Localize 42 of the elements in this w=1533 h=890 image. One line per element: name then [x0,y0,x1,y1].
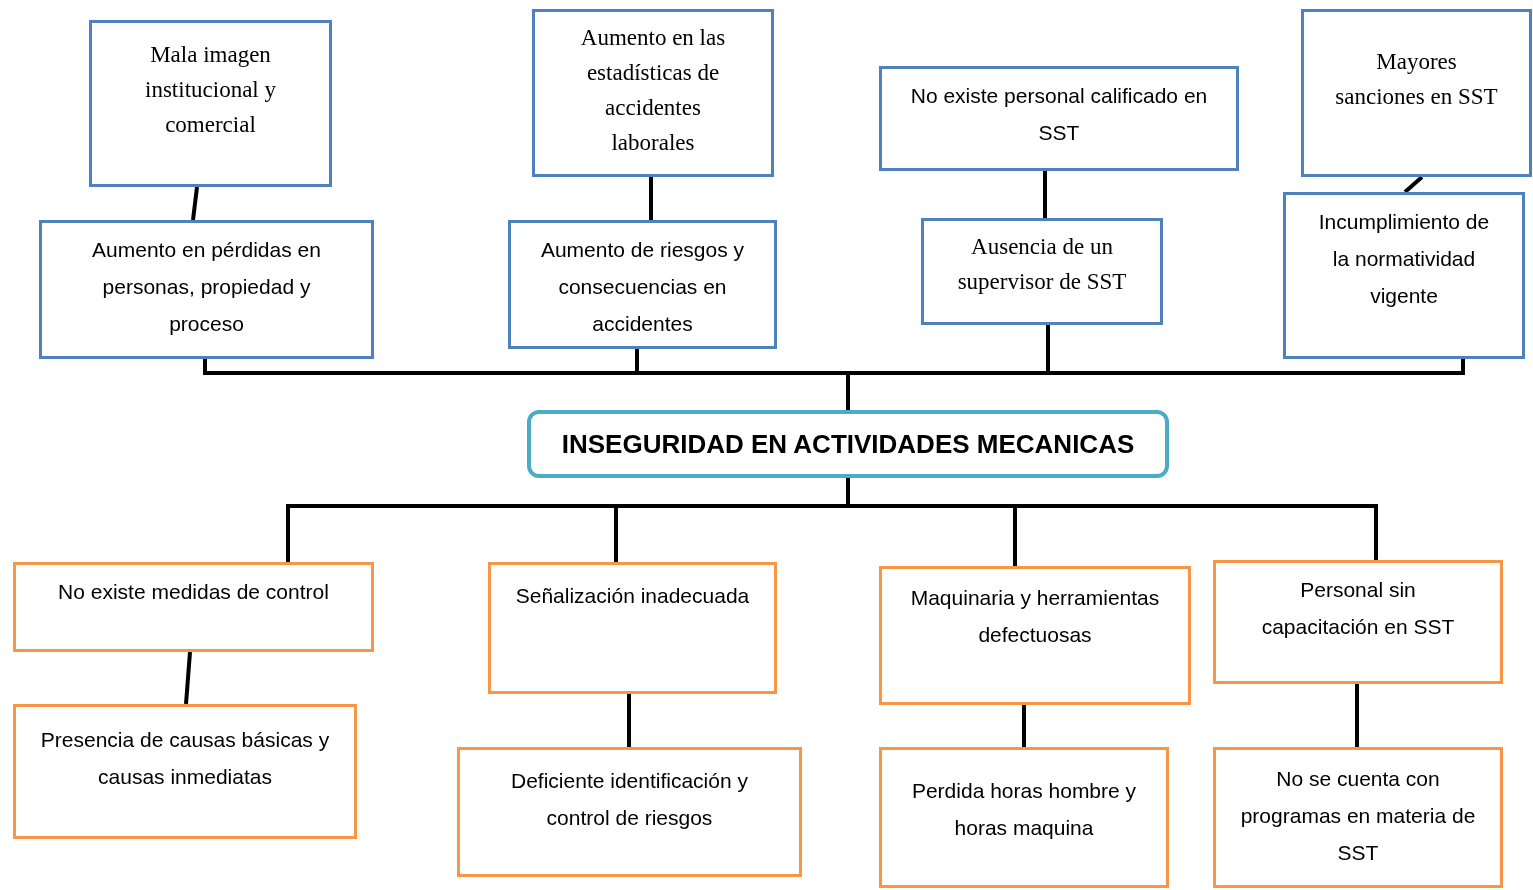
connector-line [191,186,199,221]
cause-box [457,747,802,877]
box-text: Aumento en pérdidas en personas, propiedad y proceso [91,237,322,337]
effect-box [921,218,1163,325]
effect-box [532,9,774,177]
box-text: Perdida horas hombre y horas maquina [910,778,1138,841]
box-text: Deficiente identificación y control de riesgos [510,768,749,831]
box-text: Incumplimiento de la normatividad vigente [1317,209,1491,309]
box-text: No existe personal calificado en SST [909,83,1209,146]
connector-line [649,177,653,220]
connector-line [1355,684,1359,747]
cause-box [1213,560,1503,684]
cause-box [879,566,1191,705]
effect-box [89,20,332,187]
box-text: Señalización inadecuada [515,583,750,609]
box-text: Presencia de causas básicas y causas inmediatas [40,727,330,790]
box-text: Personal sin capacitación en SST [1260,577,1456,640]
connector-line [1403,175,1424,194]
cause-box [13,704,357,839]
box-text: Ausencia de un supervisor de SST [956,233,1128,296]
cause-box [13,562,374,652]
box-text: Aumento de riesgos y consecuencias en accidentes [539,237,746,337]
effect-box [1301,9,1532,177]
connector-line [184,651,192,705]
cause-box [488,562,777,694]
central-problem-box [527,410,1169,478]
cause-box [1213,747,1503,888]
effect-box [879,66,1239,171]
box-text: Maquinaria y herramientas defectuosas [909,585,1161,648]
box-text: Mayores sanciones en SST [1334,48,1499,111]
box-text: Mala imagen institucional y comercial [144,41,277,139]
box-text: No se cuenta con programas en materia de SST [1240,766,1476,866]
box-text: No existe medidas de control [58,579,329,605]
box-text: Aumento en las estadísticas de accidentes laborales [579,24,727,157]
connector-line [1043,171,1047,218]
effect-box [1283,192,1525,359]
cause-box [879,747,1169,888]
connector-line [1022,705,1026,747]
connector-line [627,694,631,747]
box-text: INSEGURIDAD EN ACTIVIDADES MECANICAS [561,427,1135,461]
effect-box [508,220,777,349]
effect-box [39,220,374,359]
